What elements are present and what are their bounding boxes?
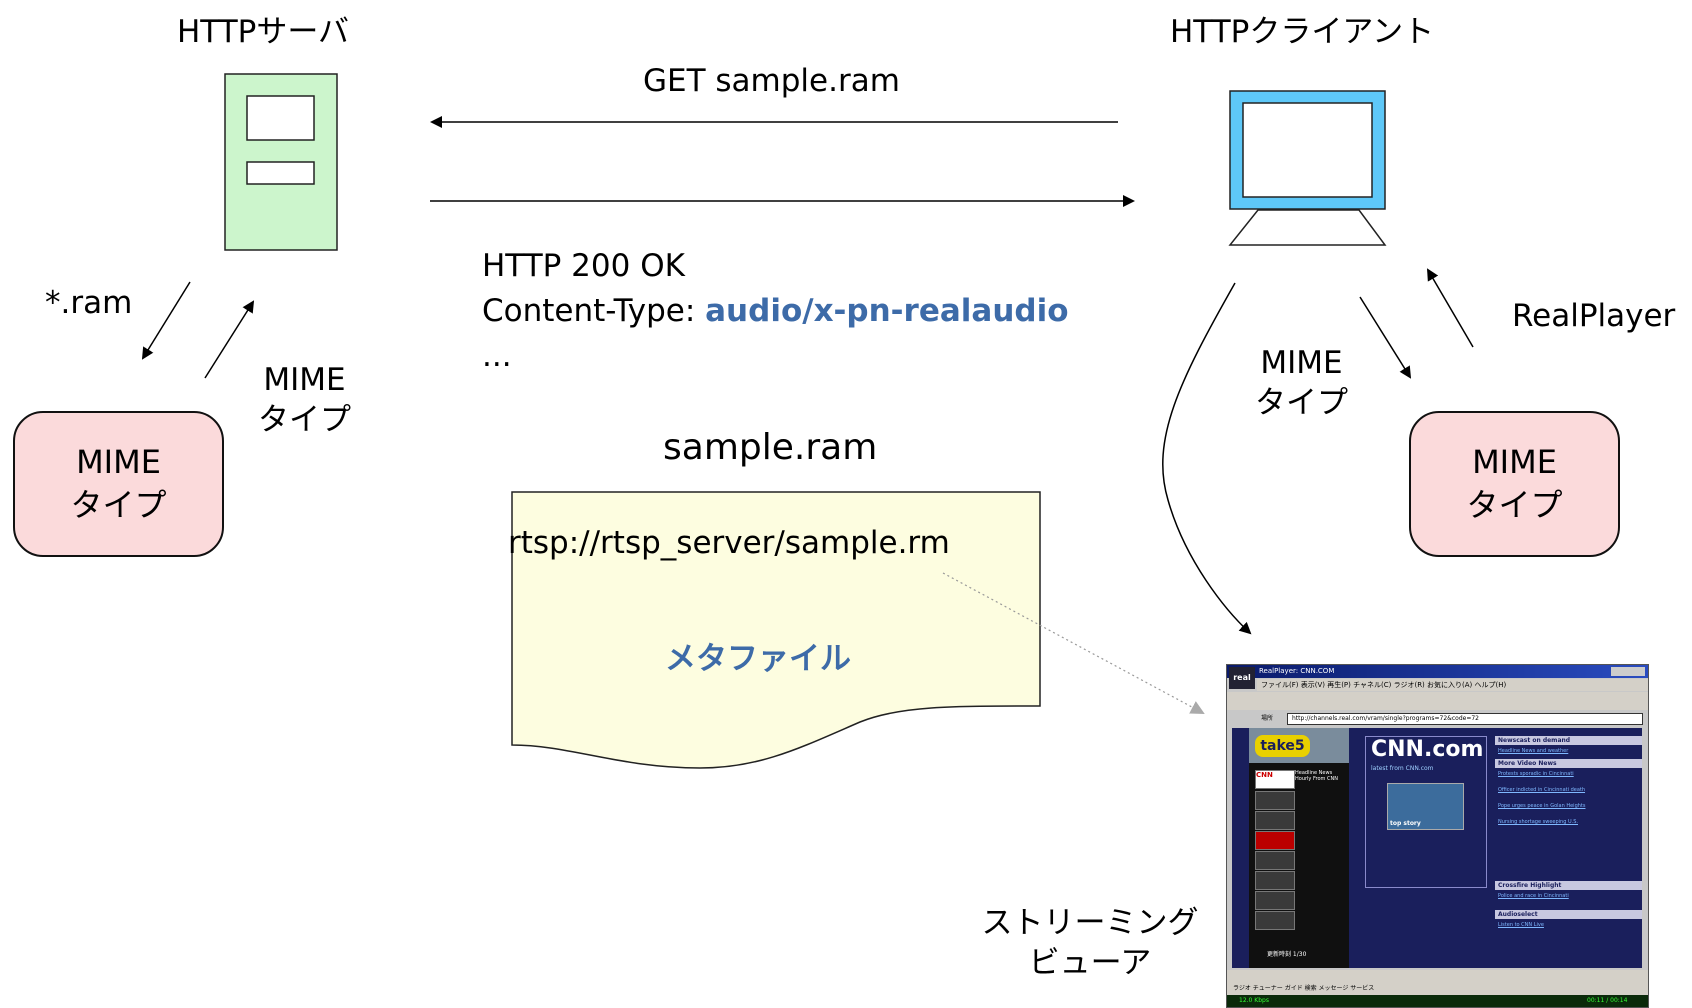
rp-cnn-panel bbox=[1365, 736, 1487, 888]
realplayer-screenshot: real RealPlayer: CNN.COM ファイル(F) 表示(V) 再… bbox=[1226, 664, 1649, 1008]
client-title: HTTPクライアント bbox=[1170, 14, 1435, 50]
metafile-url: rtsp://rtsp_server/sample.rm bbox=[508, 525, 950, 561]
rp-channel-cnn: CNN bbox=[1255, 770, 1295, 789]
client-mime-arrow-label: MIME タイプ bbox=[1255, 343, 1348, 424]
rp-channel-6 bbox=[1255, 871, 1295, 890]
client-mime-box-line2: タイプ bbox=[1466, 486, 1563, 524]
rp-channel-2 bbox=[1255, 791, 1295, 810]
rp-section-header-2: More Video News bbox=[1495, 759, 1642, 768]
rp-link-7: Listen to CNN Live bbox=[1498, 922, 1544, 928]
realplayer-label: RealPlayer bbox=[1512, 298, 1676, 334]
rp-headline-text: Headline News Hourly From CNN bbox=[1295, 770, 1338, 782]
rp-update-time: 更新時刻 1/30 bbox=[1267, 951, 1307, 958]
rp-link-4: Pope urges peace in Golan Heights bbox=[1498, 803, 1586, 809]
rp-topstory: top story bbox=[1390, 820, 1421, 827]
rp-logo: real bbox=[1229, 667, 1255, 689]
viewer-label-line2: ビューア bbox=[1028, 945, 1152, 982]
response-ellipsis: ... bbox=[482, 338, 512, 374]
client-mime-arrow-label-line1: MIME bbox=[1260, 345, 1343, 381]
rp-channel-4 bbox=[1255, 831, 1295, 850]
rp-menubar: ファイル(F) 表示(V) 再生(P) チャネル(C) ラジオ(R) お気に入り… bbox=[1257, 679, 1648, 691]
rp-status-right: 00:11 / 00:14 bbox=[1587, 997, 1628, 1004]
rp-bottom-links: ラジオ チューナー ガイド 検索 メッセージ サービス bbox=[1233, 985, 1375, 992]
rp-video-thumbnail bbox=[1387, 783, 1464, 830]
rp-window-buttons bbox=[1611, 667, 1645, 676]
server-mime-arrow-label-line1: MIME bbox=[263, 362, 346, 398]
rp-cnn-logo: CNN.com bbox=[1371, 737, 1484, 762]
server-icon bbox=[224, 73, 338, 251]
server-mime-box-line2: タイプ bbox=[70, 486, 167, 524]
rp-channel-5 bbox=[1255, 851, 1295, 870]
viewer-label-line1: ストリーミング bbox=[981, 905, 1199, 941]
content-type-key: Content-Type: bbox=[482, 293, 696, 329]
rp-section-header-1: Newscast on demand bbox=[1495, 736, 1642, 745]
client-mime-arrow-label-line2: タイプ bbox=[1255, 385, 1348, 422]
rp-address-field: http://channels.real.com/vram/single?pro… bbox=[1287, 713, 1643, 725]
rp-channel-3 bbox=[1255, 811, 1295, 830]
client-mime-box: MIME タイプ bbox=[1409, 411, 1620, 557]
content-type-value: audio/x-pn-realaudio bbox=[705, 293, 1069, 329]
rp-link-1: Headline News and weather bbox=[1498, 748, 1569, 754]
client-to-viewer-arrow bbox=[1162, 282, 1252, 635]
url-pointer-dotted bbox=[942, 572, 1205, 714]
rp-take5-logo: take5 bbox=[1255, 735, 1310, 757]
metafile-filename: sample.ram bbox=[663, 427, 878, 468]
rp-section-header-4: Audioselect bbox=[1495, 910, 1642, 919]
rp-status-bar bbox=[1227, 995, 1648, 1007]
server-mime-arrow-label-line2: タイプ bbox=[258, 402, 351, 439]
metafile-document bbox=[511, 491, 1041, 769]
rp-link-3: Officer indicted in Cincinnati death bbox=[1498, 787, 1586, 793]
server-to-mime-arrow bbox=[141, 281, 191, 360]
server-mime-box: MIME タイプ bbox=[13, 411, 224, 557]
ram-extension-label: *.ram bbox=[45, 285, 133, 321]
response-content-type: Content-Type: audio/x-pn-realaudio bbox=[482, 291, 1069, 331]
rp-toolbar bbox=[1227, 692, 1648, 710]
mime-to-client-arrow bbox=[1426, 268, 1474, 348]
server-title: HTTPサーバ bbox=[177, 14, 350, 50]
rp-link-5: Nursing shortage sweeping U.S. bbox=[1498, 819, 1578, 825]
rp-address-label: 場所 bbox=[1261, 715, 1274, 722]
metafile-label: メタファイル bbox=[665, 641, 851, 677]
client-to-mime-arrow bbox=[1359, 296, 1412, 379]
rp-cnn-sub: latest from CNN.com bbox=[1371, 765, 1434, 772]
server-mime-arrow-label: MIME タイプ bbox=[258, 360, 351, 441]
rp-channel-7 bbox=[1255, 891, 1295, 910]
rp-link-6: Police and race in Cincinnati bbox=[1498, 893, 1569, 899]
client-mime-box-line1: MIME bbox=[1472, 442, 1557, 481]
server-mime-box-line1: MIME bbox=[76, 442, 161, 481]
rp-title: RealPlayer: CNN.COM bbox=[1259, 667, 1335, 675]
request-label: GET sample.ram bbox=[643, 63, 900, 99]
rp-section-header-3: Crossfire Highlight bbox=[1495, 881, 1642, 890]
rp-link-2: Protests sporadic in Cincinnati bbox=[1498, 771, 1574, 777]
rp-news-panel bbox=[1495, 735, 1639, 960]
viewer-label: ストリーミング ビューア bbox=[980, 903, 1200, 984]
rp-channel-8 bbox=[1255, 911, 1295, 930]
mime-to-server-arrow bbox=[204, 300, 255, 379]
rp-status-left: 12.0 Kbps bbox=[1239, 997, 1269, 1004]
rp-titlebar bbox=[1227, 665, 1648, 678]
response-status: HTTP 200 OK bbox=[482, 248, 685, 284]
client-monitor-icon bbox=[1228, 90, 1387, 246]
